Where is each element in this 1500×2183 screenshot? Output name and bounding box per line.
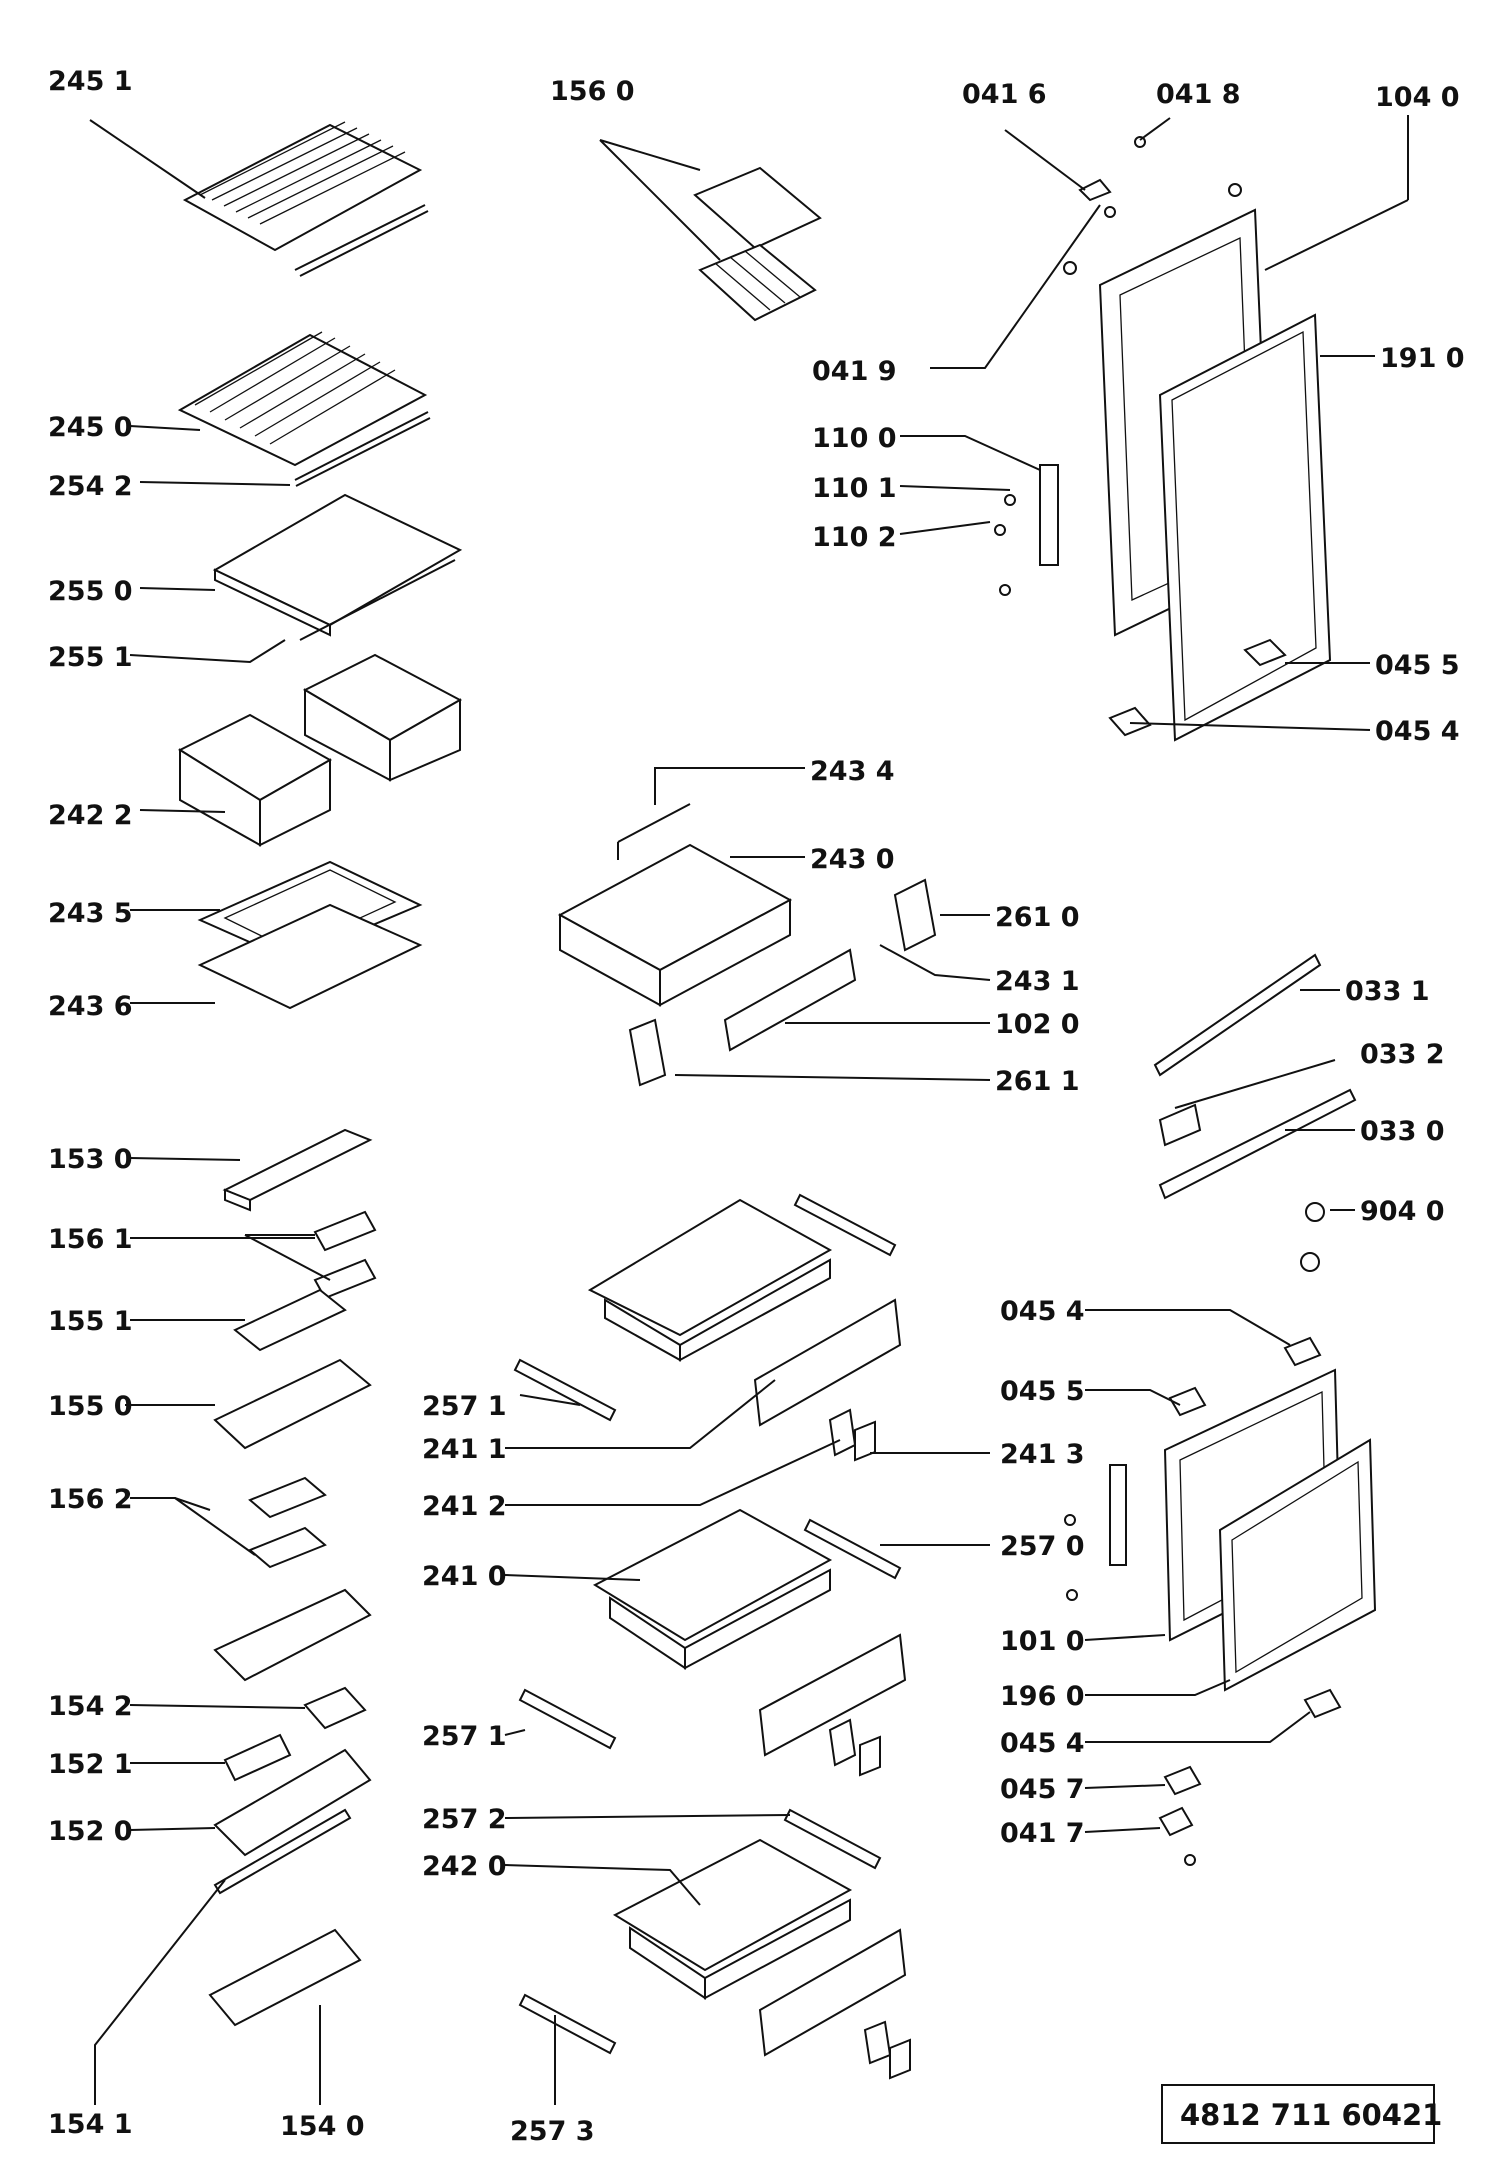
label-045-4-mid: 045 4 [1000, 1296, 1085, 1327]
label-257-1-upper: 257 1 [422, 1391, 507, 1422]
label-110-2: 110 2 [812, 522, 897, 553]
label-196-0: 196 0 [1000, 1681, 1085, 1712]
label-241-1: 241 1 [422, 1434, 507, 1465]
label-243-0: 243 0 [810, 844, 895, 875]
label-243-4: 243 4 [810, 756, 895, 787]
label-257-3: 257 3 [510, 2116, 595, 2147]
ice-trays-drawing [693, 166, 822, 322]
freezer-compartment-drawing [557, 803, 937, 1087]
label-110-0: 110 0 [812, 423, 897, 454]
label-257-0: 257 0 [1000, 1531, 1085, 1562]
rails-drawing [1153, 953, 1357, 1272]
wire-shelf-drawing [182, 121, 429, 277]
wire-shelf-lower-drawing [177, 331, 431, 487]
hinge-parts-drawing [994, 136, 1287, 737]
label-242-2: 242 2 [48, 800, 133, 831]
label-255-0: 255 0 [48, 576, 133, 607]
label-045-5-mid: 045 5 [1000, 1376, 1085, 1407]
label-245-1: 245 1 [48, 66, 133, 97]
label-041-8: 041 8 [1156, 79, 1241, 110]
label-033-1: 033 1 [1345, 976, 1430, 1007]
label-257-1-lower: 257 1 [422, 1721, 507, 1752]
label-904-0: 904 0 [1360, 1196, 1445, 1227]
label-255-1: 255 1 [48, 642, 133, 673]
label-241-2: 241 2 [422, 1491, 507, 1522]
glass-shelf-drawing [212, 493, 463, 641]
label-243-6: 243 6 [48, 991, 133, 1022]
upper-door-drawing [1098, 208, 1332, 742]
label-245-0: 245 0 [48, 412, 133, 443]
door-shelves-drawing [208, 1128, 377, 2027]
label-191-0: 191 0 [1380, 343, 1465, 374]
label-155-1: 155 1 [48, 1306, 133, 1337]
label-241-0: 241 0 [422, 1561, 507, 1592]
label-041-9: 041 9 [812, 356, 897, 387]
label-156-1: 156 1 [48, 1224, 133, 1255]
reference-number-box: 4812 711 60421 [1161, 2084, 1442, 2144]
label-154-0: 154 0 [280, 2111, 365, 2142]
label-104-0: 104 0 [1375, 82, 1460, 113]
label-152-0: 152 0 [48, 1816, 133, 1847]
label-154-1: 154 1 [48, 2109, 133, 2140]
label-257-2: 257 2 [422, 1804, 507, 1835]
reference-number: 4812 711 60421 [1180, 2098, 1442, 2132]
label-041-7: 041 7 [1000, 1818, 1085, 1849]
label-033-2: 033 2 [1360, 1039, 1445, 1070]
label-154-2: 154 2 [48, 1691, 133, 1722]
label-110-1: 110 1 [812, 473, 897, 504]
crisper-drawers-drawing [177, 653, 463, 847]
leader-lines [89, 115, 1409, 2105]
label-153-0: 153 0 [48, 1144, 133, 1175]
lower-door-drawing [1064, 1336, 1377, 1866]
label-155-0: 155 0 [48, 1391, 133, 1422]
label-261-0: 261 0 [995, 902, 1080, 933]
label-261-1: 261 1 [995, 1066, 1080, 1097]
label-033-0: 033 0 [1360, 1116, 1445, 1147]
label-254-2: 254 2 [48, 471, 133, 502]
tray-grid-drawing [197, 860, 423, 1010]
label-152-1: 152 1 [48, 1749, 133, 1780]
label-045-5-top: 045 5 [1375, 650, 1460, 681]
label-101-0: 101 0 [1000, 1626, 1085, 1657]
label-045-4-low: 045 4 [1000, 1728, 1085, 1759]
label-243-5: 243 5 [48, 898, 133, 929]
label-045-7: 045 7 [1000, 1774, 1085, 1805]
label-156-2: 156 2 [48, 1484, 133, 1515]
label-156-0: 156 0 [550, 76, 635, 107]
label-243-1: 243 1 [995, 966, 1080, 997]
label-242-0: 242 0 [422, 1851, 507, 1882]
label-102-0: 102 0 [995, 1009, 1080, 1040]
wire-baskets-drawing [513, 1193, 911, 2080]
label-045-4-top: 045 4 [1375, 716, 1460, 747]
part-labels: 245 1 156 0 041 6 041 8 104 0 041 9 191 … [48, 66, 1465, 2147]
label-241-3: 241 3 [1000, 1439, 1085, 1470]
label-041-6: 041 6 [962, 79, 1047, 110]
